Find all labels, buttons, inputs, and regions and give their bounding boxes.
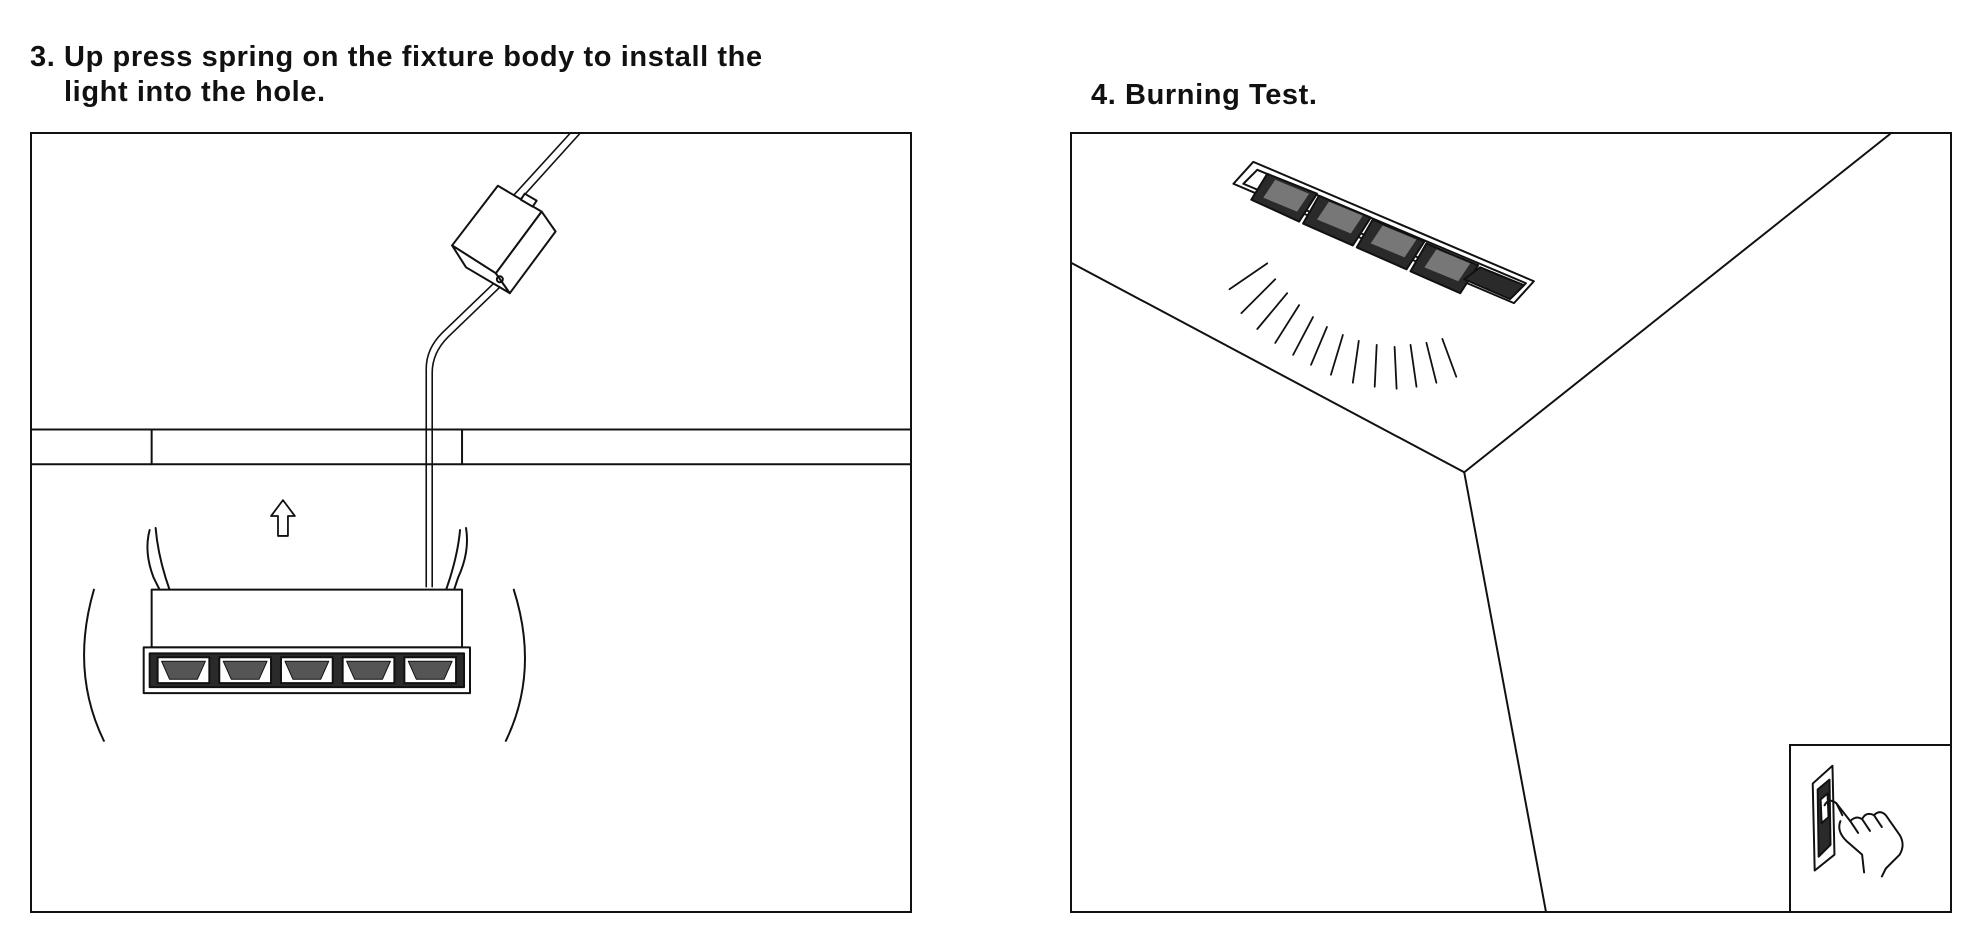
switch-inset [1789, 744, 1950, 911]
step-4-illustration-panel [1070, 132, 1952, 913]
installed-fixture [1232, 160, 1535, 305]
spring-clips [146, 526, 469, 591]
linear-led-fixture [142, 588, 472, 695]
power-cable [425, 134, 581, 588]
step-3-title-line1: 3. Up press spring on the fixture body t… [30, 41, 763, 73]
light-rays [1228, 262, 1458, 390]
step-3-title-line2: light into the hole. [64, 76, 326, 108]
led-driver-box [451, 184, 557, 295]
room-corner [1072, 134, 1892, 911]
step-4-title: 4. Burning Test. [1091, 79, 1318, 111]
step-3-illustration-panel [30, 132, 912, 913]
burning-test-drawing [1072, 134, 1892, 911]
install-fixture-drawing [32, 134, 910, 742]
motion-lines [83, 588, 526, 742]
ceiling-board [32, 428, 910, 466]
up-arrow-icon [270, 499, 296, 537]
hand-pressing-switch-icon [1811, 764, 1904, 878]
step-3-title: 3. Up press spring on the fixture body t… [30, 40, 763, 110]
